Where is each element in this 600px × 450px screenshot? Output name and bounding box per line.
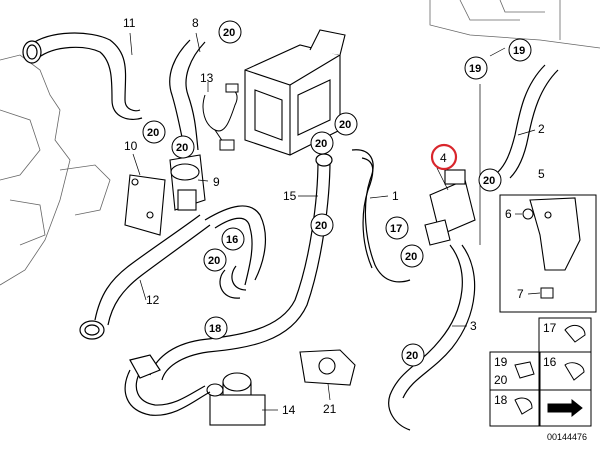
flange-21	[299, 349, 356, 386]
part-label-2: 2	[538, 122, 545, 136]
part-label-11: 11	[123, 16, 136, 30]
part-label-21: 21	[323, 402, 337, 416]
part-label-4: 4	[440, 151, 447, 165]
valve-4	[424, 169, 476, 246]
circle-label-20: 20	[339, 119, 351, 131]
legend-label-19: 19	[494, 355, 508, 369]
catalog-number: 00144476	[547, 432, 587, 442]
circle-label-20: 20	[405, 251, 417, 263]
circle-label-20: 20	[406, 350, 418, 362]
circle-label-18: 18	[209, 323, 221, 335]
circle-label-20: 20	[147, 127, 159, 139]
heater-unit	[244, 29, 346, 156]
legend-boxes	[489, 317, 592, 427]
part-label-3: 3	[470, 319, 477, 333]
circle-markers	[142, 20, 532, 367]
hose-3	[388, 244, 476, 431]
bracket-10	[124, 174, 166, 236]
part-label-12: 12	[146, 293, 160, 307]
hose-16-loop	[219, 265, 247, 299]
engine-block-outline	[0, 54, 111, 286]
highlight-ring	[430, 143, 458, 171]
part-label-14: 14	[282, 403, 296, 417]
hose-12	[94, 205, 266, 326]
hose-11	[29, 32, 143, 121]
legend-clip-icons	[514, 324, 586, 418]
part-label-5: 5	[538, 167, 545, 181]
hose-1	[351, 149, 411, 283]
part-label-1: 1	[392, 189, 399, 203]
pump-14	[206, 372, 266, 426]
hose-11-end	[22, 40, 42, 64]
leader-lines	[129, 32, 541, 411]
body-panel-outline	[429, 0, 600, 49]
legend-label-20: 20	[494, 373, 508, 387]
bracket-5	[529, 197, 581, 271]
circle-label-16: 16	[226, 234, 238, 246]
valve-9	[169, 154, 206, 211]
pump-hose	[124, 354, 211, 416]
part-label-6: 6	[505, 207, 512, 221]
circle-label-17: 17	[390, 223, 402, 235]
part-label-13: 13	[200, 71, 214, 85]
part-label-15: 15	[283, 189, 297, 203]
circle-label-19: 19	[513, 45, 525, 57]
hose-8	[169, 39, 206, 151]
hose-2	[497, 64, 559, 179]
wiring-13	[202, 83, 239, 151]
part-label-8: 8	[192, 16, 199, 30]
circle-label-20: 20	[208, 255, 220, 267]
circle-label-20: 20	[315, 220, 327, 232]
clip-7	[540, 287, 554, 299]
hose-15-end	[315, 153, 333, 167]
circle-label-20: 20	[176, 142, 188, 154]
legend-label-17: 17	[543, 321, 557, 335]
part-label-10: 10	[124, 139, 138, 153]
circle-label-19: 19	[469, 63, 481, 75]
screw-6	[522, 208, 534, 220]
circle-label-20: 20	[315, 138, 327, 150]
hose-12-end	[79, 320, 105, 340]
group-5-box	[499, 194, 597, 313]
part-label-7: 7	[517, 287, 524, 301]
circle-label-20: 20	[483, 175, 495, 187]
legend-label-18: 18	[494, 393, 508, 407]
part-label-9: 9	[213, 175, 220, 189]
circle-label-20: 20	[223, 27, 235, 39]
legend-label-16: 16	[543, 355, 557, 369]
